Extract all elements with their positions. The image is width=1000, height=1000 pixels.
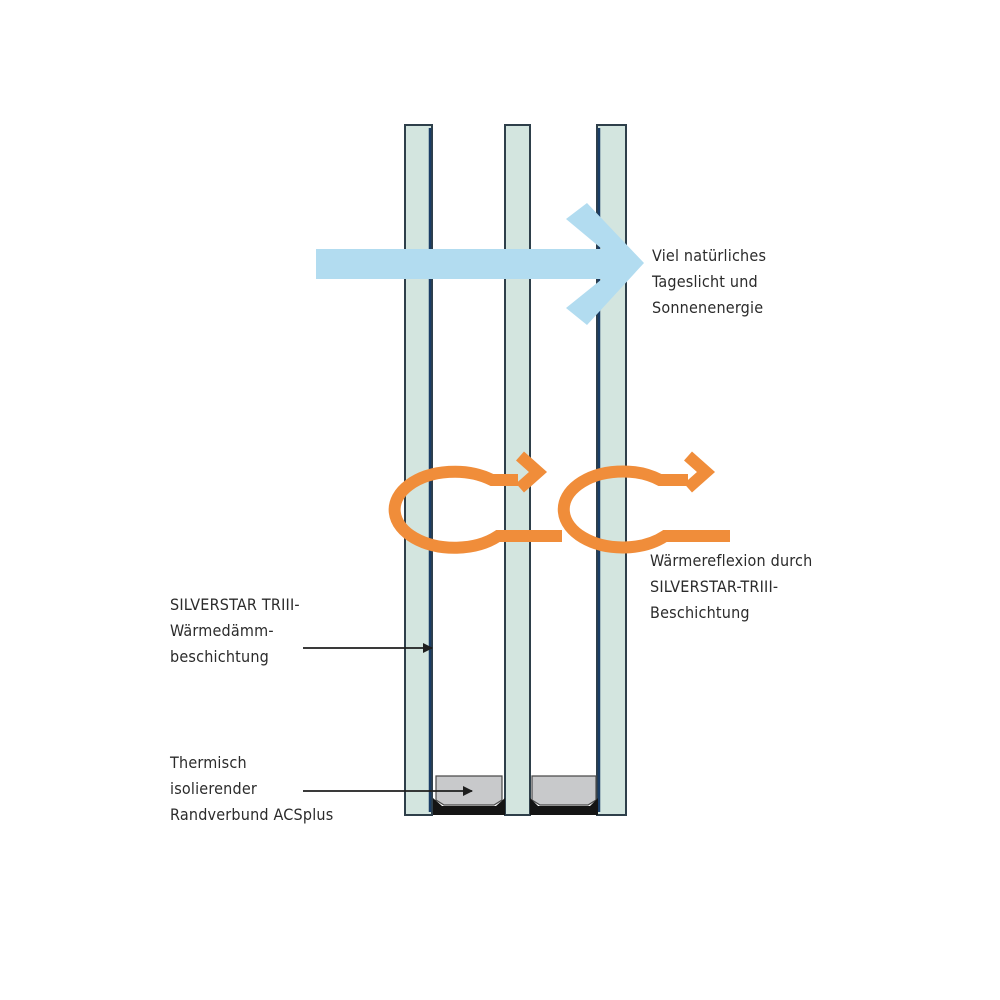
daylight-label-line: Tageslicht und <box>652 272 758 291</box>
heat-reflection-label-line: Wärmereflexion durch <box>650 551 813 570</box>
daylight-label-line: Viel natürliches <box>652 246 767 265</box>
heat-reflection-arrow-icon <box>557 451 730 554</box>
edge-seal-label-line: Thermisch <box>170 753 247 772</box>
daylight-label: Viel natürliches Tageslicht und Sonnenen… <box>652 243 766 321</box>
heat-reflection-label: Wärmereflexion durch SILVERSTAR-TRIII- B… <box>650 548 813 626</box>
edge-seal-label-line: isolierender <box>170 779 258 798</box>
edge-seal-right <box>530 775 598 815</box>
heat-reflection-label-line: Beschichtung <box>650 603 750 622</box>
coating-label-line: beschichtung <box>170 647 270 666</box>
edge-seal-label: Thermisch isolierender Randverbund ACSpl… <box>170 750 333 828</box>
daylight-label-line: Sonnenenergie <box>652 298 764 317</box>
coating-label-line: Wärmedämm- <box>170 621 274 640</box>
edge-seal-label-line: Randverbund ACSplus <box>170 805 334 824</box>
heat-reflection-arrow-icon <box>388 451 562 554</box>
glass-pane-middle <box>504 124 531 816</box>
light-arrow-icon <box>316 203 644 325</box>
coating-label: SILVERSTAR TRIII- Wärmedämm- beschichtun… <box>170 592 300 670</box>
edge-seal-left <box>433 775 505 815</box>
coating-label-line: SILVERSTAR TRIII- <box>170 595 300 614</box>
heat-reflection-label-line: SILVERSTAR-TRIII- <box>650 577 779 596</box>
